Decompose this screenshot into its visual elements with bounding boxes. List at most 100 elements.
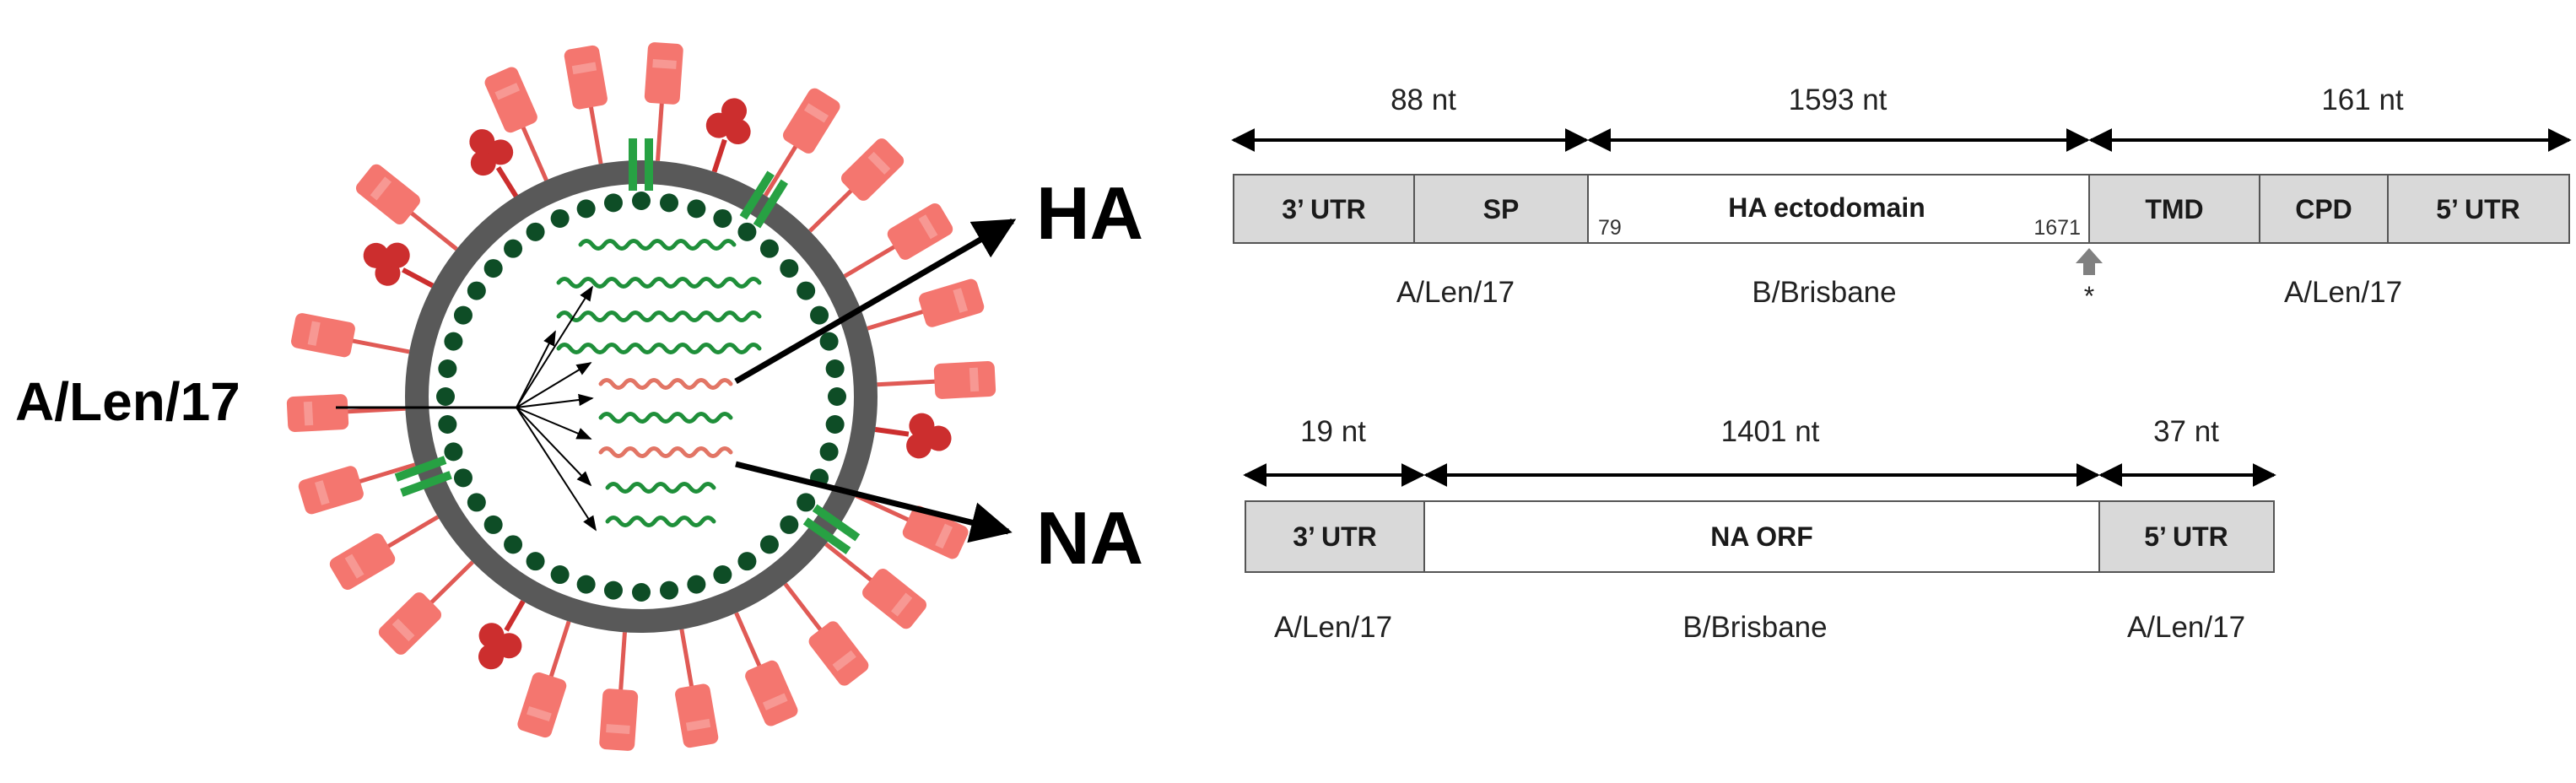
ha-segment-label-tmd: TMD: [2145, 194, 2203, 224]
na-spike-icon: [363, 242, 435, 289]
na-segment-3utr: [1245, 500, 1425, 573]
ha-segment-ectodomain: [1587, 174, 2090, 244]
rna-segment: [556, 343, 762, 354]
na-strain-middle: B/Brisbane: [1682, 611, 1827, 644]
m1-bead: [687, 575, 706, 594]
na-segment-label-orf: NA ORF: [1710, 521, 1812, 552]
m1-bead: [660, 580, 679, 600]
segment-pointer: [516, 407, 592, 440]
m2-channel-icon: [739, 170, 789, 229]
ha-strain-left: A/Len/17: [1396, 276, 1515, 309]
m1-bead: [819, 332, 839, 351]
na-length-label-2: 1401 nt: [1721, 415, 1820, 448]
m1-bead: [444, 442, 463, 462]
m1-bead: [526, 552, 545, 571]
ha-length-label-3: 161 nt: [2321, 84, 2404, 116]
na-spike-icon: [478, 599, 526, 670]
m1-bead: [467, 281, 486, 300]
m1-bead: [576, 575, 596, 594]
ha-length-label-1: 88 nt: [1391, 84, 1456, 116]
m1-bead: [825, 415, 845, 435]
ha-spike-icon: [734, 612, 798, 726]
rna-segment: [598, 378, 733, 390]
na-length-label-1: 19 nt: [1300, 415, 1366, 448]
rna-segment: [556, 310, 762, 322]
segment-pointer: [516, 285, 593, 408]
ha-cleavage-marker-icon: [2076, 248, 2103, 275]
ha-spike-icon: [599, 632, 639, 751]
ha-position-end: 1671: [2033, 216, 2081, 240]
ha-gene-label: HA: [1036, 171, 1143, 255]
m1-bead: [737, 552, 757, 571]
ha-spike-icon: [783, 582, 869, 686]
rna-segment: [598, 412, 733, 424]
m1-bead: [780, 259, 799, 278]
na-spike-icon: [874, 413, 952, 459]
m1-bead: [453, 305, 473, 325]
ha-spike-icon: [867, 278, 985, 331]
m1-bead: [603, 580, 623, 600]
rna-segment: [598, 446, 733, 458]
m1-bead: [780, 515, 799, 534]
na-length-label-3: 37 nt: [2153, 415, 2219, 448]
m1-bead: [737, 222, 757, 241]
ha-segment-label-sp: SP: [1483, 194, 1520, 224]
ha-spike-icon: [843, 202, 953, 278]
na-spike-icon: [469, 129, 519, 198]
virion-illustration: [286, 42, 996, 751]
rna-segment: [556, 277, 762, 289]
ha-segment-label-3utr: 3’ UTR: [1282, 194, 1366, 224]
ha-segment-label-5utr: 5’ UTR: [2436, 194, 2520, 224]
ha-spike-icon: [378, 560, 474, 655]
ha-spike-icon: [298, 462, 416, 515]
ha-spike-icon: [763, 88, 840, 197]
na-spike-icon: [705, 98, 751, 173]
ha-spike-icon: [564, 45, 608, 165]
segment-pointer: [516, 362, 592, 408]
m1-bead: [467, 493, 486, 512]
ha-strain-right: A/Len/17: [2284, 276, 2402, 309]
m1-bead: [632, 583, 651, 602]
ha-spike-icon: [877, 361, 996, 399]
m1-bead: [828, 387, 846, 406]
ha-spike-icon: [517, 620, 571, 738]
ha-position-start: 79: [1598, 216, 1622, 240]
ha-pointer-arrow: [734, 218, 1017, 385]
na-strain-right: A/Len/17: [2127, 611, 2245, 644]
m1-matrix-beads: [436, 192, 846, 602]
m1-bead: [687, 199, 706, 219]
m1-bead: [483, 515, 503, 534]
m1-bead: [797, 281, 816, 300]
ha-length-label-2: 1593 nt: [1789, 84, 1887, 116]
segment-pointer: [516, 330, 556, 408]
m1-bead: [603, 193, 623, 213]
segment-pointer: [516, 407, 597, 532]
m1-bead: [436, 387, 455, 406]
rna-segment: [605, 482, 716, 494]
m1-bead: [759, 535, 779, 554]
ha-spike-icon: [286, 394, 406, 432]
ha-strain-middle: B/Brisbane: [1752, 276, 1896, 309]
m1-bead: [713, 208, 732, 228]
ha-spike-icon: [675, 629, 719, 748]
m1-bead: [550, 208, 570, 228]
m1-bead: [576, 199, 596, 219]
m1-bead: [483, 259, 503, 278]
na-strain-left: A/Len/17: [1274, 611, 1392, 644]
ha-construct: 88 nt 1593 nt 161 nt 3’ UTR SP HA ectodo…: [1231, 84, 2572, 311]
ha-segment-cpd: [2259, 174, 2389, 244]
segment-pointer: [516, 393, 594, 408]
ha-segment-sp: [1413, 174, 1589, 244]
m1-bead: [444, 332, 463, 351]
m2-channels: [394, 138, 861, 554]
ha-spike-icon: [808, 138, 905, 233]
ha-segment-label-cpd: CPD: [2295, 194, 2352, 224]
genome-segments: [556, 239, 762, 527]
na-construct: 19 nt 1401 nt 37 nt 3’ UTR NA ORF 5’ UTR…: [1243, 415, 2276, 644]
ha-segment-label-ectodomain: HA ectodomain: [1728, 192, 1925, 223]
ha-segment-5utr: [2387, 174, 2570, 244]
virus-strain-label: A/Len/17: [15, 371, 240, 432]
m2-channel-icon: [802, 504, 861, 554]
segment-pointer: [516, 407, 592, 487]
